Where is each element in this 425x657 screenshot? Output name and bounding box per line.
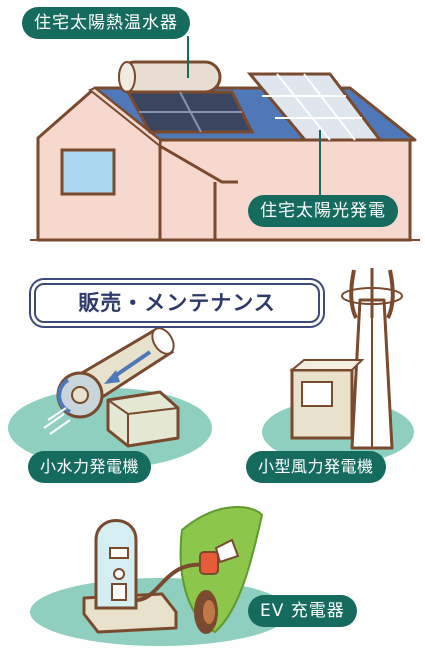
solar-panel-unit	[246, 72, 384, 196]
label-solar-water-heater: 住宅太陽熱温水器	[22, 7, 190, 39]
label-small-wind: 小型風力発電機	[246, 451, 386, 483]
ev-charger-illustration	[30, 506, 290, 646]
label-small-hydro: 小水力発電機	[28, 451, 152, 483]
label-ev-charger: EV 充電器	[248, 595, 357, 627]
label-solar-power: 住宅太陽光発電	[248, 195, 398, 227]
small-hydro-illustration	[8, 327, 212, 468]
small-wind-illustration	[262, 268, 414, 464]
sales-maintenance-heading: 販売・メンテナンス	[34, 283, 320, 323]
sales-maintenance-text: 販売・メンテナンス	[78, 291, 276, 315]
solar-water-heater-unit	[118, 36, 255, 134]
